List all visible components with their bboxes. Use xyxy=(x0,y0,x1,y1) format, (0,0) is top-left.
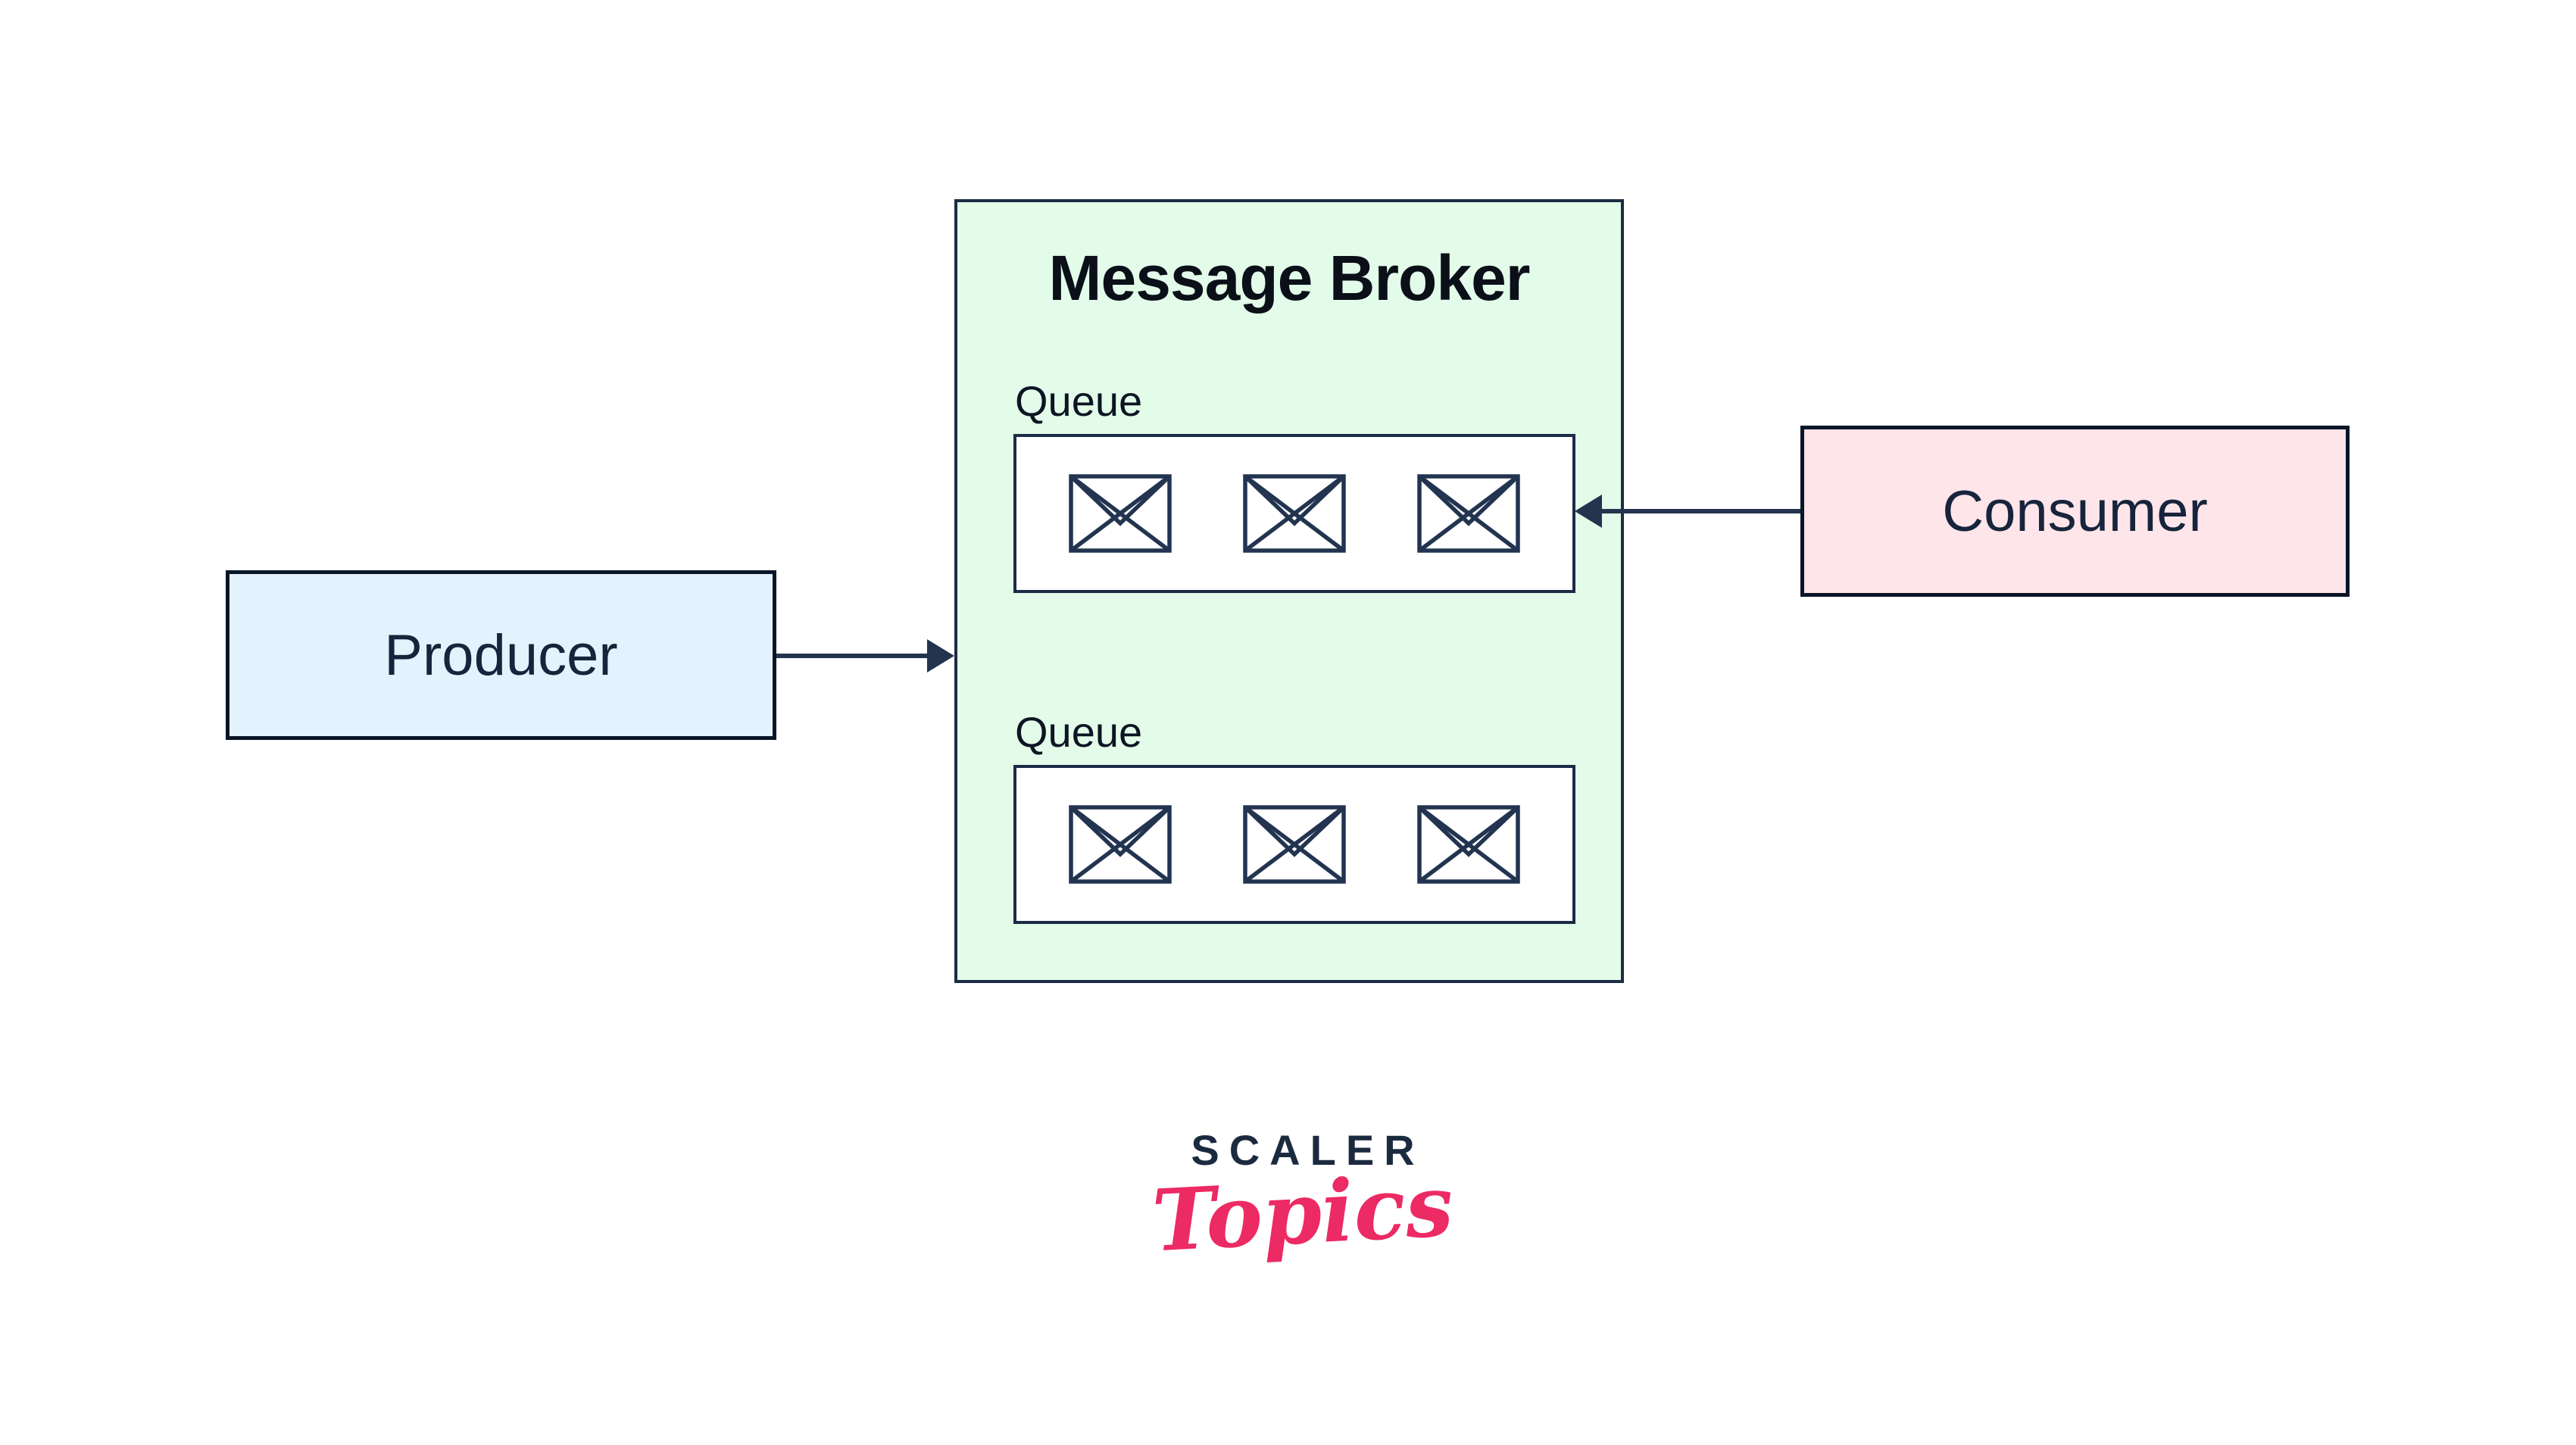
producer-node: Producer xyxy=(226,570,776,740)
message-broker-title: Message Broker xyxy=(1048,242,1531,314)
logo-subbrand-text: Topics xyxy=(1150,1156,1456,1272)
envelope-message-icon xyxy=(1069,804,1172,884)
scaler-topics-logo: SCALER Topics xyxy=(1091,1125,1515,1271)
queue-group-1: Queue xyxy=(1013,378,1575,593)
envelope-message-icon xyxy=(1069,473,1172,553)
envelope-message-icon xyxy=(1417,473,1520,553)
consumer-label: Consumer xyxy=(1942,479,2208,544)
message-broker-node: Message Broker Queue Queue xyxy=(954,199,1624,983)
logo-brand-text: SCALER xyxy=(1191,1126,1425,1174)
envelope-message-icon xyxy=(1243,473,1346,553)
consumer-node: Consumer xyxy=(1800,426,2350,597)
arrowhead-left-icon xyxy=(1575,495,1602,528)
arrowhead-right-icon xyxy=(927,639,954,673)
producer-label: Producer xyxy=(384,623,618,688)
queue-2-label: Queue xyxy=(1015,708,1143,756)
producer-to-broker-arrow xyxy=(776,639,954,673)
queue-2-box xyxy=(1013,764,1575,924)
queue-group-2: Queue xyxy=(1013,709,1575,924)
queue-1-box xyxy=(1013,433,1575,593)
envelope-message-icon xyxy=(1243,804,1346,884)
queue-1-label: Queue xyxy=(1015,377,1143,425)
envelope-message-icon xyxy=(1417,804,1520,884)
consumer-to-queue-arrow xyxy=(1575,495,1802,528)
